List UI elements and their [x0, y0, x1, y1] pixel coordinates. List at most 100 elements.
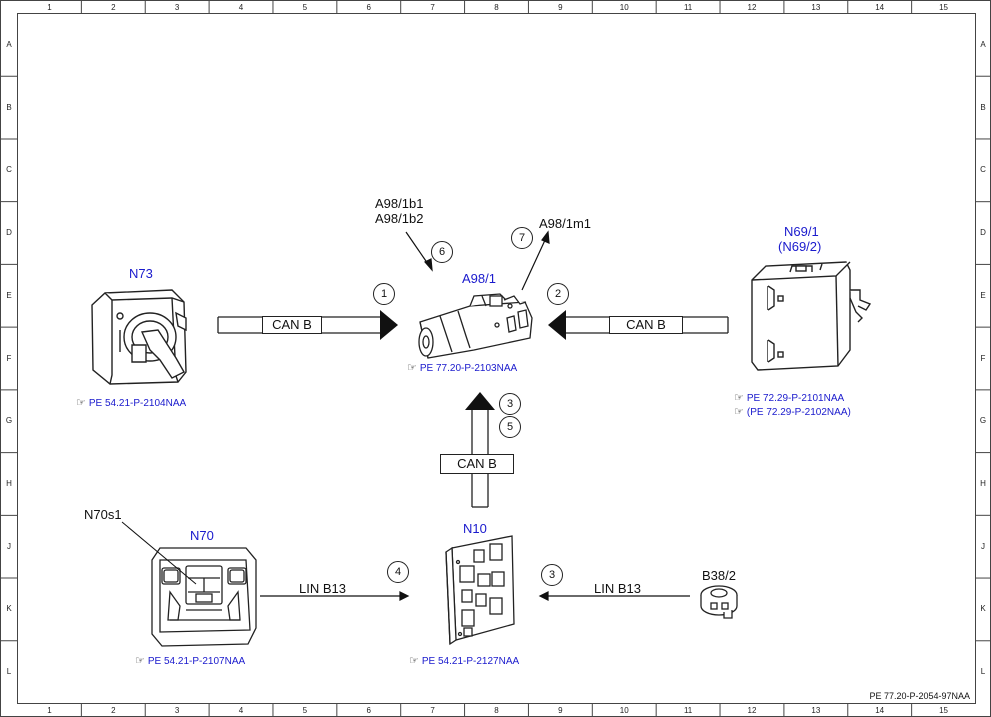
grid-row-label: B [6, 102, 12, 112]
n70s1-pointer-line [121, 521, 197, 585]
n70-label: N70 [190, 528, 214, 543]
step-circle-7: 7 [511, 227, 533, 249]
grid-column-label: 2 [111, 3, 116, 12]
grid-row-label: E [6, 290, 12, 300]
lin-bus-label-right: LIN B13 [594, 581, 641, 596]
grid-column-label: 3 [174, 3, 180, 12]
grid-column-label: 5 [302, 3, 308, 12]
grid-row-label: B [980, 102, 986, 112]
grid-column-label: 15 [939, 3, 949, 12]
grid-column-label: 9 [558, 706, 563, 715]
a98-1b2-label: A98/1b2 [375, 211, 424, 226]
n70-overhead-control-panel-drawing [151, 547, 257, 647]
step-circle-3: 3 [499, 393, 521, 415]
grid-row-label: K [980, 604, 986, 614]
grid-row-label: H [6, 478, 12, 488]
grid-column-label: 9 [558, 3, 563, 12]
grid-row-label: F [6, 353, 12, 363]
grid-column-label: 15 [939, 706, 949, 715]
n69-1-label: N69/1 [784, 224, 819, 239]
grid-row-label: G [5, 416, 13, 426]
pointing-hand-icon: ☞ [407, 362, 417, 374]
can-bus-label-right: CAN B [609, 316, 683, 334]
n70-reference-link[interactable]: ☞PE 54.21-P-2107NAA [135, 656, 245, 667]
grid-column-label: 2 [111, 706, 116, 715]
n73-label: N73 [129, 266, 153, 281]
a98-1m1-label: A98/1m1 [539, 216, 592, 231]
grid-row-label: A [980, 39, 986, 49]
grid-row-label: G [979, 416, 987, 426]
grid-column-label: 7 [430, 3, 435, 12]
grid-column-label: 13 [811, 3, 821, 12]
n70-reference-text: PE 54.21-P-2107NAA [147, 656, 246, 667]
grid-column-label: 4 [238, 706, 244, 715]
grid-row-label: D [6, 228, 12, 238]
grid-row-label: J [981, 541, 985, 551]
n73-reference-text: PE 54.21-P-2104NAA [88, 398, 187, 409]
n69-1-control-unit-drawing [751, 261, 872, 371]
step-circle-3-lin: 3 [541, 564, 563, 586]
n69-2-reference-text: (PE 72.29-P-2102NAA) [746, 407, 851, 418]
grid-row-label: A [6, 39, 12, 49]
lin-bus-lines [260, 591, 690, 601]
pointing-hand-icon: ☞ [409, 655, 419, 667]
grid-column-label: 10 [619, 706, 629, 715]
grid-column-label: 4 [238, 3, 244, 12]
grid-column-label: 3 [174, 706, 180, 715]
grid-column-label: 11 [683, 3, 693, 12]
grid-row-label: K [6, 604, 12, 614]
grid-row-label: C [6, 165, 12, 175]
step-circle-6: 6 [431, 241, 453, 263]
b38-2-label: B38/2 [702, 568, 736, 583]
grid-column-label: 1 [47, 706, 52, 715]
grid-column-label: 5 [302, 706, 308, 715]
grid-row-label: L [980, 667, 986, 677]
b38-2-rain-light-sensor-drawing [700, 585, 738, 619]
grid-row-label: F [980, 353, 986, 363]
a98-1-reference-link[interactable]: ☞PE 77.20-P-2103NAA [407, 363, 517, 374]
can-bus-label-bottom: CAN B [440, 454, 514, 474]
grid-row-label: J [7, 541, 11, 551]
step-circle-1: 1 [373, 283, 395, 305]
pointing-hand-icon: ☞ [76, 397, 86, 409]
a98-1-reference-text: PE 77.20-P-2103NAA [419, 363, 518, 374]
grid-column-label: 7 [430, 706, 435, 715]
grid-column-label: 1 [47, 3, 52, 12]
grid-column-label: 14 [875, 3, 885, 12]
grid-column-label: 6 [366, 3, 371, 12]
pointing-hand-icon: ☞ [135, 655, 145, 667]
step-circle-2: 2 [547, 283, 569, 305]
a98-1b1-label: A98/1b1 [375, 196, 424, 211]
n73-reference-link[interactable]: ☞PE 54.21-P-2104NAA [76, 398, 186, 409]
signal-arrows [405, 230, 550, 291]
n70s1-label: N70s1 [84, 507, 122, 522]
n69-1-reference-link[interactable]: ☞PE 72.29-P-2101NAA [734, 393, 844, 404]
pointing-hand-icon: ☞ [734, 392, 744, 404]
grid-row-label: E [980, 290, 986, 300]
grid-row-label: H [980, 478, 986, 488]
lin-bus-label-left: LIN B13 [299, 581, 346, 596]
grid-column-label: 10 [619, 3, 629, 12]
n73-ignition-lock-drawing [91, 289, 187, 385]
can-bus-label-left: CAN B [262, 316, 322, 334]
grid-row-label: L [6, 667, 12, 677]
grid-column-label: 12 [747, 706, 757, 715]
step-circle-5: 5 [499, 416, 521, 438]
pointing-hand-icon: ☞ [734, 406, 744, 418]
n10-label: N10 [463, 521, 487, 536]
step-circle-4: 4 [387, 561, 409, 583]
grid-column-label: 8 [494, 3, 499, 12]
grid-column-label: 6 [366, 706, 371, 715]
grid-column-label: 14 [875, 706, 885, 715]
n69-2-reference-link[interactable]: ☞(PE 72.29-P-2102NAA) [734, 407, 851, 418]
can-bus-arrowheads [380, 310, 566, 410]
n10-reference-link[interactable]: ☞PE 54.21-P-2127NAA [409, 656, 519, 667]
grid-column-label: 8 [494, 706, 499, 715]
grid-column-label: 13 [811, 706, 821, 715]
grid-row-label: C [980, 165, 986, 175]
n10-signal-acquisition-module-drawing [445, 535, 515, 646]
a98-1-motor-drawing [418, 293, 533, 359]
grid-column-label: 12 [747, 3, 757, 12]
